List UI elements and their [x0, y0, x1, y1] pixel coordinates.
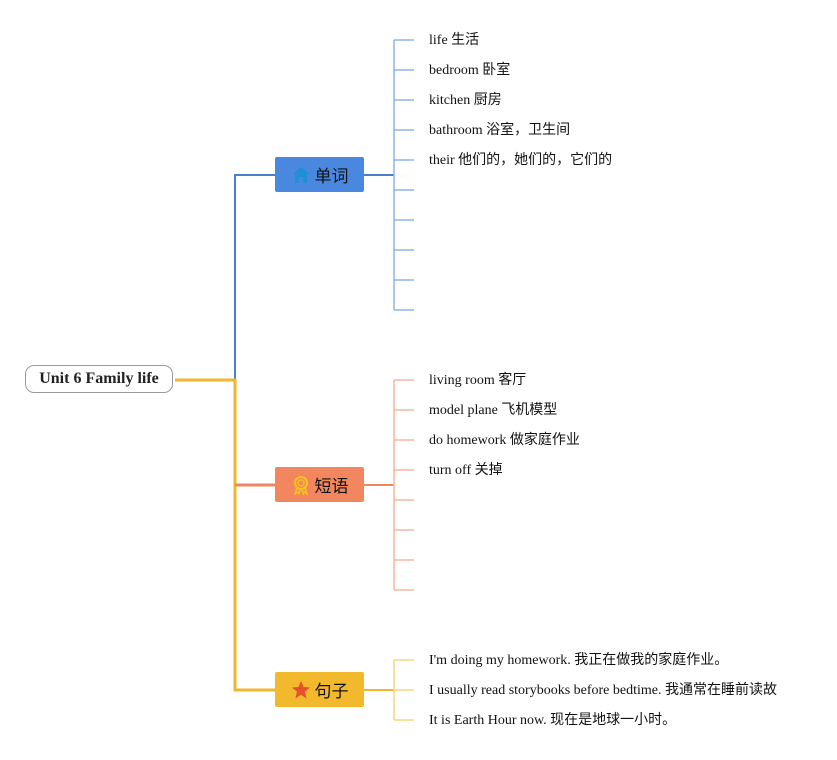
leaf-word[interactable]: kitchen 厨房 — [429, 93, 502, 108]
leaf-word[interactable]: bathroom 浴室，卫生间 — [429, 123, 571, 138]
leaf-sentence[interactable]: I usually read storybooks before bedtime… — [429, 683, 777, 698]
leaf-phrase[interactable]: living room 客厅 — [429, 373, 527, 388]
root-topic[interactable]: Unit 6 Family life — [25, 365, 173, 393]
leaf-word[interactable]: their 他们的，她们的，它们的 — [429, 153, 613, 168]
connector-root-sentences — [175, 378, 275, 692]
branch-words[interactable]: 单词 — [275, 157, 364, 192]
leaf-word[interactable]: life 生活 — [429, 33, 480, 48]
leaf-phrase[interactable]: do homework 做家庭作业 — [429, 433, 580, 448]
leaf-phrase[interactable]: model plane 飞机模型 — [429, 403, 558, 418]
branch-sentences[interactable]: 句子 — [275, 672, 364, 707]
connector-root-phrases — [175, 378, 275, 487]
leaf-sentence[interactable]: I'm doing my homework. 我正在做我的家庭作业。 — [429, 653, 729, 668]
house-icon — [291, 165, 311, 185]
leaf-phrase[interactable]: turn off 关掉 — [429, 463, 503, 478]
connector-root-words — [175, 174, 275, 381]
star-icon — [291, 680, 311, 700]
branch-sentences-label: 句子 — [314, 682, 349, 702]
branch-phrases-label: 短语 — [314, 477, 349, 497]
leaf-word[interactable]: bedroom 卧室 — [429, 63, 511, 78]
ribbon-icon — [291, 475, 311, 496]
branch-words-label: 单词 — [314, 167, 349, 187]
leaf-sentence[interactable]: It is Earth Hour now. 现在是地球一小时。 — [429, 713, 677, 728]
branch-phrases[interactable]: 短语 — [275, 467, 364, 502]
